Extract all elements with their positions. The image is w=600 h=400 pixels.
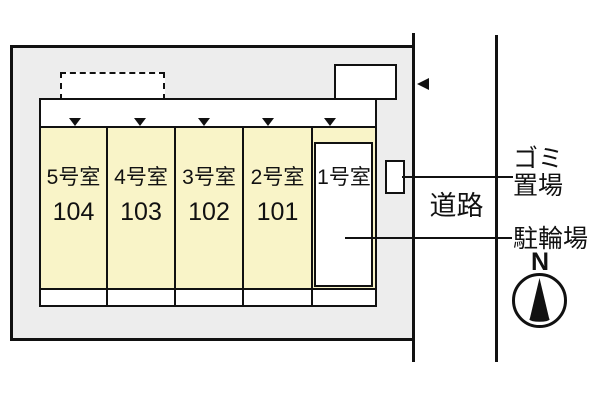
compass-needle — [529, 278, 550, 322]
garbage-label: ゴミ 置場 — [513, 146, 563, 200]
garbage-label-line2: 置場 — [513, 172, 564, 200]
apartment-building: 5号室 104 4号室 103 3号室 102 2号室 101 1号室 — [39, 98, 377, 307]
rooms-row: 5号室 104 4号室 103 3号室 102 2号室 101 1号室 — [41, 128, 375, 288]
overhang-dashed-outline — [60, 72, 165, 100]
entrance-arrow-icon — [417, 78, 429, 90]
room-cell-1: 1号室 — [313, 128, 375, 288]
balcony-divider — [106, 290, 108, 305]
garbage-label-line1: ゴミ — [513, 145, 564, 173]
door-marker-icon — [69, 118, 81, 126]
road-left-line — [412, 33, 415, 362]
room-number: 102 — [188, 198, 230, 226]
room-label: 2号室 — [250, 166, 305, 189]
room-cell-5: 5号室 104 — [41, 128, 108, 288]
north-compass-icon — [512, 273, 567, 328]
room-cell-4: 4号室 103 — [108, 128, 176, 288]
bicycle-pointer-line — [345, 237, 512, 239]
room-cell-3: 3号室 102 — [176, 128, 244, 288]
road-right-line — [495, 35, 498, 362]
balcony-divider — [311, 290, 313, 305]
door-marker-icon — [198, 118, 210, 126]
room-number: 104 — [52, 198, 95, 226]
door-marker-icon — [134, 118, 146, 126]
bicycle-parking-label: 駐輪場 — [513, 225, 589, 253]
room-label: 5号室 — [46, 166, 101, 189]
room-number: 103 — [120, 198, 162, 226]
balcony-divider — [174, 290, 176, 305]
room-cell-2: 2号室 101 — [244, 128, 313, 288]
room-1-vacant-box — [314, 142, 373, 287]
garbage-pointer-line — [402, 176, 513, 178]
room-label: 4号室 — [114, 166, 168, 189]
corridor — [41, 100, 375, 128]
entrance-box — [334, 64, 397, 100]
north-label: N — [530, 248, 550, 276]
room-number: 101 — [256, 198, 299, 226]
room-label: 1号室 — [317, 166, 371, 189]
balcony-strip — [41, 288, 375, 305]
door-marker-icon — [324, 118, 336, 126]
balcony-divider — [242, 290, 244, 305]
road-label: 道路 — [429, 191, 484, 221]
door-marker-icon — [262, 118, 274, 126]
room-label: 3号室 — [182, 166, 236, 189]
